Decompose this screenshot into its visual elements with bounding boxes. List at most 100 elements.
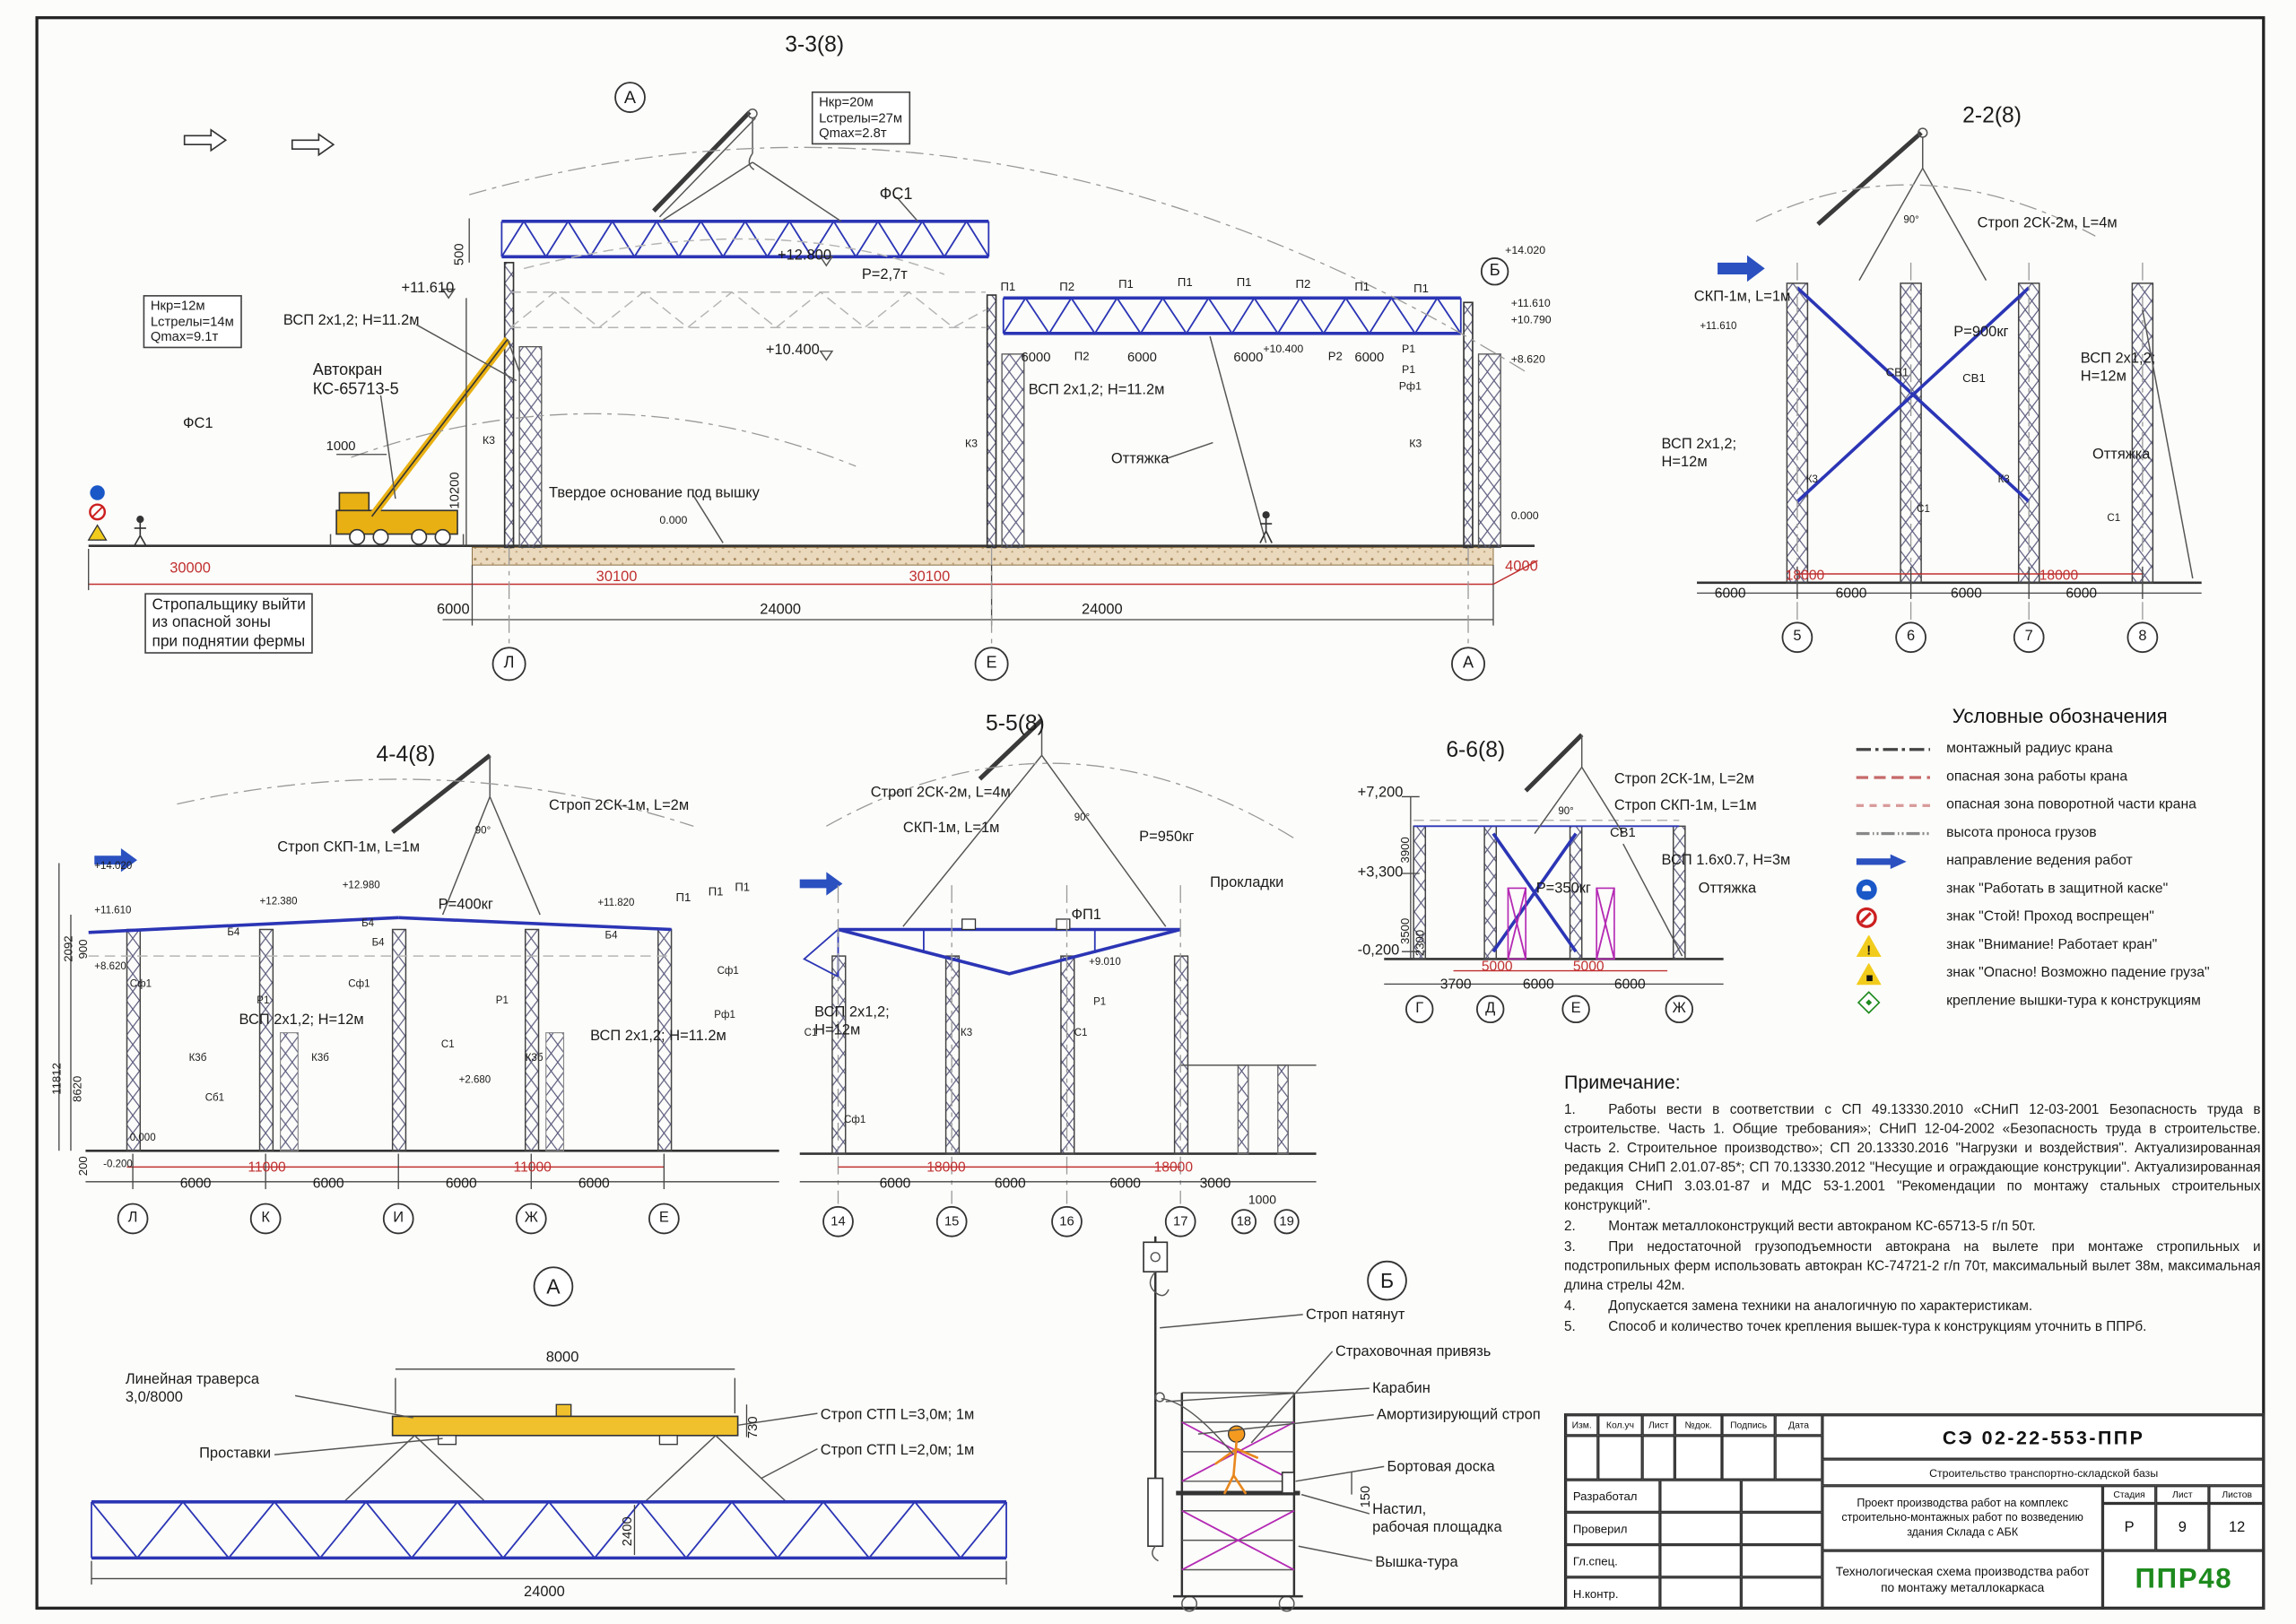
member-mark: СВ1 [1609, 824, 1636, 840]
crane-boom [391, 753, 541, 916]
member-mark: К3 [1409, 436, 1422, 450]
role-label: Гл.спец. [1565, 1544, 1660, 1577]
carabiner-icon [1154, 1392, 1165, 1403]
dim-label: 6000 [1951, 586, 1982, 603]
worker-figure [1259, 511, 1273, 543]
member-mark: К3б [188, 1053, 207, 1064]
tower-label: ВСП 2х1,2; Н=11.2м [283, 312, 420, 329]
load-label: Р=900кг [1953, 324, 2009, 342]
pad [961, 918, 977, 931]
angle-mark: 90° [474, 826, 491, 837]
vertical-brace [1492, 832, 1578, 953]
role-label: Разработал [1565, 1480, 1660, 1513]
crane-boom [902, 718, 1167, 927]
column [1060, 955, 1075, 1155]
direction-arrow-icon [94, 848, 138, 873]
member-mark: П2 [1074, 349, 1090, 363]
crane-boom [652, 109, 842, 222]
axis-label: Е [1570, 1000, 1581, 1017]
axis-label: К [261, 1210, 270, 1227]
callout-b: Б [1489, 262, 1500, 280]
legend-item: знак "Стой! Проход воспрещен" [1856, 906, 2264, 929]
toe-board [1281, 1472, 1295, 1494]
load-label: Р=400кг [438, 897, 493, 914]
member-mark: Б4 [371, 938, 385, 949]
member-mark: П1 [708, 885, 724, 899]
angle-mark: 90° [1074, 812, 1091, 824]
crane-radius-arc [1755, 184, 2096, 237]
scaffold-tower [1477, 353, 1501, 549]
dim-label: 10200 [447, 472, 462, 509]
dim-label: 18000 [1785, 568, 1825, 585]
elev-mark: +8.620 [1510, 352, 1545, 367]
notes-title: Примечание: [1563, 1071, 1681, 1094]
dim-label: 6000 [1522, 977, 1554, 994]
member-mark: К3 [482, 433, 496, 447]
member-mark: К3 [964, 436, 978, 450]
dim-label: 900 [76, 939, 91, 960]
signature-cell [1659, 1576, 1742, 1610]
signature-cell [1659, 1512, 1742, 1545]
member-mark: Р2 [1327, 349, 1343, 363]
truck-crane [329, 336, 520, 546]
dim-label: 18000 [1153, 1159, 1194, 1177]
member-mark: Р1 [1093, 997, 1107, 1008]
crane-radius-arc [177, 778, 694, 827]
dim-label: 24000 [524, 1584, 565, 1602]
sign-falling-load-icon [1856, 962, 1934, 986]
line-dashdot-icon [1856, 738, 1934, 761]
member-mark: К3 [961, 1028, 973, 1039]
note-item: 2.Монтаж металлоконструкций вести автокр… [1563, 1219, 2036, 1234]
scaffold-tower [1507, 887, 1527, 960]
dim-label: 2400 [620, 1516, 635, 1547]
sign-no-entry-icon [1856, 906, 1934, 929]
anchor-green-icon [1857, 990, 1934, 1013]
member-mark: П1 [1236, 275, 1252, 290]
legend-item-label: знак "Внимание! Работает кран" [1946, 936, 2158, 953]
dim-label: 6000 [445, 1176, 477, 1193]
tower-label: Вышка-тура [1375, 1555, 1458, 1572]
member-mark: П2 [1295, 277, 1311, 291]
dim-label: 18000 [2039, 568, 2079, 585]
elev-mark: -0.200 [103, 1159, 133, 1170]
axis-label: Е [658, 1210, 669, 1227]
dim-label: 6000 [1354, 349, 1385, 365]
strop-label: Строп СТП L=2,0м; 1м [820, 1443, 975, 1460]
direction-arrow-icon [183, 128, 228, 152]
member-mark: К3 [1997, 474, 2010, 486]
dim-label: 5000 [1481, 959, 1513, 976]
member-mark: Сб1 [204, 1093, 225, 1104]
axis-label: Л [127, 1210, 138, 1227]
callout-b-circle [1480, 257, 1509, 286]
detail-a-drawing [91, 1266, 1007, 1585]
dim-label: 200 [76, 1156, 91, 1177]
note-item: 5.Способ и количество точек крепления вы… [1563, 1319, 2147, 1334]
section-4-4-title: 4-4(8) [376, 742, 436, 768]
vertical-brace [1796, 286, 2031, 503]
elev-mark: +9.010 [1089, 957, 1121, 968]
dim-label: 6000 [436, 602, 470, 619]
legend-item-label: крепление вышки-тура к конструкциям [1946, 992, 2201, 1009]
axis-label: 17 [1172, 1213, 1188, 1229]
detail-b-callout: Б [1379, 1268, 1395, 1292]
dim-label: 6000 [1126, 349, 1157, 365]
document-number: СЭ 02-22-553-ППР [1822, 1414, 2266, 1460]
dim-label: 1000 [326, 438, 356, 454]
work-description: Проект производства работ на комплекс ст… [1822, 1485, 2103, 1551]
detail-b-drawing [1143, 1236, 1407, 1612]
pad [1056, 918, 1071, 931]
guy-line [2142, 309, 2194, 579]
crane-boom [1524, 733, 1624, 834]
axis-label: 19 [1279, 1213, 1294, 1229]
dim-label: 8620 [70, 1075, 84, 1102]
project-name: Строительство транспортно-складской базы [1822, 1459, 2266, 1486]
scaffold-tower [545, 1032, 565, 1151]
direction-arrow-icon [799, 872, 843, 896]
dim-label: 6000 [2066, 586, 2098, 603]
legend: Условные обозначения монтажный радиус кр… [1856, 705, 2264, 1018]
legend-item: знак "Работать в защитной каске" [1856, 878, 2264, 901]
axis-label: Д [1485, 1000, 1496, 1017]
elev-mark: +12.980 [342, 881, 380, 891]
dim-label: 30100 [909, 569, 951, 586]
member-mark: П1 [1354, 280, 1370, 294]
